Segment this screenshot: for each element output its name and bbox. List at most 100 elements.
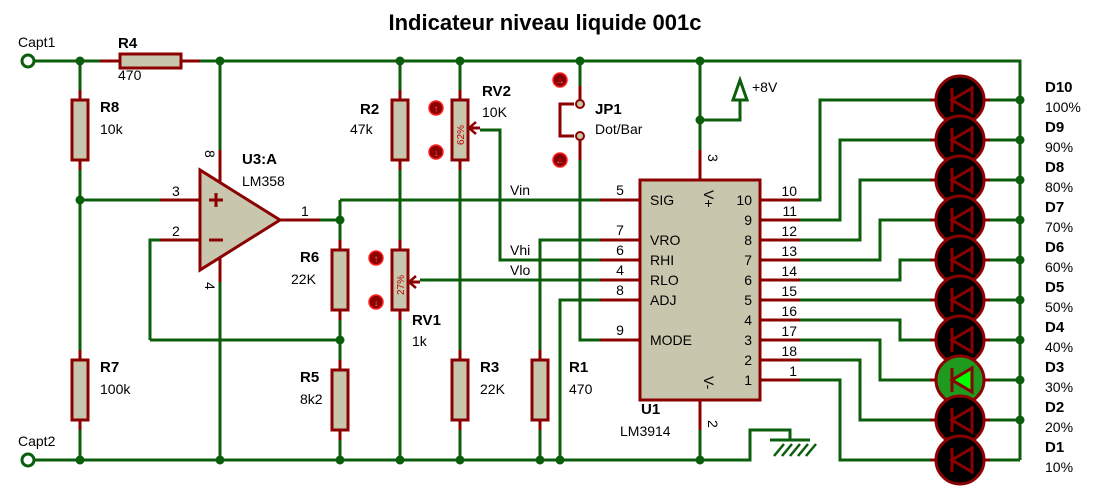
u1-pin-inner-number: 5	[744, 292, 752, 308]
rv2-ref: RV2	[482, 83, 511, 100]
led-ref: D7	[1045, 199, 1064, 216]
rv2-wiper-arrow-icon	[467, 121, 477, 135]
r4-ref: R4	[118, 35, 138, 52]
u1-pin-number: 6	[616, 242, 624, 258]
junction-dot	[75, 455, 85, 465]
u1-pin-number: 15	[781, 283, 797, 299]
junction-dot	[395, 455, 405, 465]
junction-dot	[535, 455, 545, 465]
u1-pin-number: 7	[616, 222, 624, 238]
led-ref: D10	[1045, 79, 1073, 96]
jp1-value: Dot/Bar	[595, 121, 643, 137]
r6-body	[330, 248, 350, 312]
u1-pin-number: 17	[781, 323, 797, 339]
u1-pin-number: 10	[781, 183, 797, 199]
capt2-label: Capt2	[18, 433, 56, 449]
rv2-decrease-button	[428, 144, 444, 160]
junction-dot	[1015, 135, 1025, 145]
ground-icon-hatch	[797, 443, 809, 457]
led-level-label: 90%	[1045, 139, 1073, 155]
u3-pin2: 2	[172, 223, 180, 239]
wire	[800, 338, 930, 382]
diode-icon	[949, 85, 974, 115]
rv1-wiper-position: 27%	[396, 275, 407, 295]
ground-icon-hatch	[789, 443, 801, 457]
r5-body	[330, 368, 350, 432]
wire	[558, 298, 600, 460]
u1-pin-number: 13	[781, 243, 797, 259]
u1-pin-number: 1	[789, 363, 797, 379]
r6-value: 22K	[291, 271, 317, 287]
schematic-geometry: ↑↓↑↓→←	[20, 52, 1025, 486]
u1-pin-inner-number: 7	[744, 252, 752, 268]
junction-dot	[695, 455, 705, 465]
u1-pin-inner-number: 3	[744, 332, 752, 348]
u1-ref: U1	[641, 401, 660, 418]
u1-pin2: 2	[705, 420, 721, 428]
rv1-increase-button	[368, 250, 384, 266]
junction-dot	[575, 56, 585, 66]
wire	[800, 258, 930, 282]
junction-dot	[1015, 335, 1025, 345]
diode-icon	[949, 285, 974, 315]
capt1-terminal	[20, 53, 36, 69]
schematic-title: Indicateur niveau liquide 001c	[389, 10, 702, 35]
wire	[538, 238, 600, 350]
r7-value: 100k	[100, 381, 131, 397]
led-ref: D9	[1045, 119, 1064, 136]
wire	[148, 238, 160, 340]
u3-pin1: 1	[301, 203, 309, 219]
r4-body	[118, 52, 183, 70]
ground-icon-hatch	[773, 443, 785, 457]
junction-dot	[75, 56, 85, 66]
junction-dot	[1015, 295, 1025, 305]
u1-pin-name: RLO	[650, 272, 679, 288]
junction-dot	[1015, 175, 1025, 185]
u1-body	[638, 178, 762, 402]
ground-icon-hatch	[781, 443, 793, 457]
wire	[800, 378, 930, 462]
led-level-label: 70%	[1045, 219, 1073, 235]
wire	[800, 138, 930, 222]
r1-ref: R1	[569, 359, 588, 376]
r8-ref: R8	[100, 99, 119, 116]
r1-body	[530, 358, 550, 422]
jp1-toggle-button	[552, 152, 568, 168]
u3-pin4: 4	[202, 282, 218, 290]
wire	[480, 128, 600, 262]
power-label: +8V	[752, 79, 778, 95]
u1-pin-name: RHI	[650, 252, 674, 268]
r8-body	[70, 98, 90, 162]
u1-value: LM3914	[620, 423, 671, 439]
u3-pin8: 8	[202, 150, 218, 158]
wire	[800, 358, 930, 422]
led-level-label: 40%	[1045, 339, 1073, 355]
r7-ref: R7	[100, 359, 119, 376]
led-level-label: 60%	[1045, 259, 1073, 275]
u1-pin-number: 12	[781, 223, 797, 239]
led-level-label: 10%	[1045, 459, 1073, 475]
wire	[800, 318, 930, 342]
power-arrow-icon	[730, 75, 750, 102]
u1-pin-name: ADJ	[650, 292, 676, 308]
rv2-increase-button-glyph: ↑	[434, 104, 439, 115]
junction-dot	[695, 56, 705, 66]
u1-pin-inner-number: 2	[744, 352, 752, 368]
net-vin: Vin	[510, 182, 530, 198]
ground-icon-hatch	[805, 443, 817, 457]
jp1-toggle-button	[552, 72, 568, 88]
led-d2	[934, 394, 986, 446]
diode-icon	[949, 405, 974, 435]
led-level-label: 80%	[1045, 179, 1073, 195]
led-ref: D4	[1045, 319, 1065, 336]
r4-value: 470	[118, 67, 142, 83]
diode-icon	[949, 245, 974, 275]
junction-dot	[455, 455, 465, 465]
rv2-increase-button	[428, 100, 444, 116]
u3-pin3: 3	[172, 183, 180, 199]
ground-rail	[34, 428, 792, 462]
u1-pin-number: 9	[616, 322, 624, 338]
u1-pin-inner-number: 4	[744, 312, 752, 328]
rv2-decrease-button-glyph: ↓	[434, 148, 439, 159]
